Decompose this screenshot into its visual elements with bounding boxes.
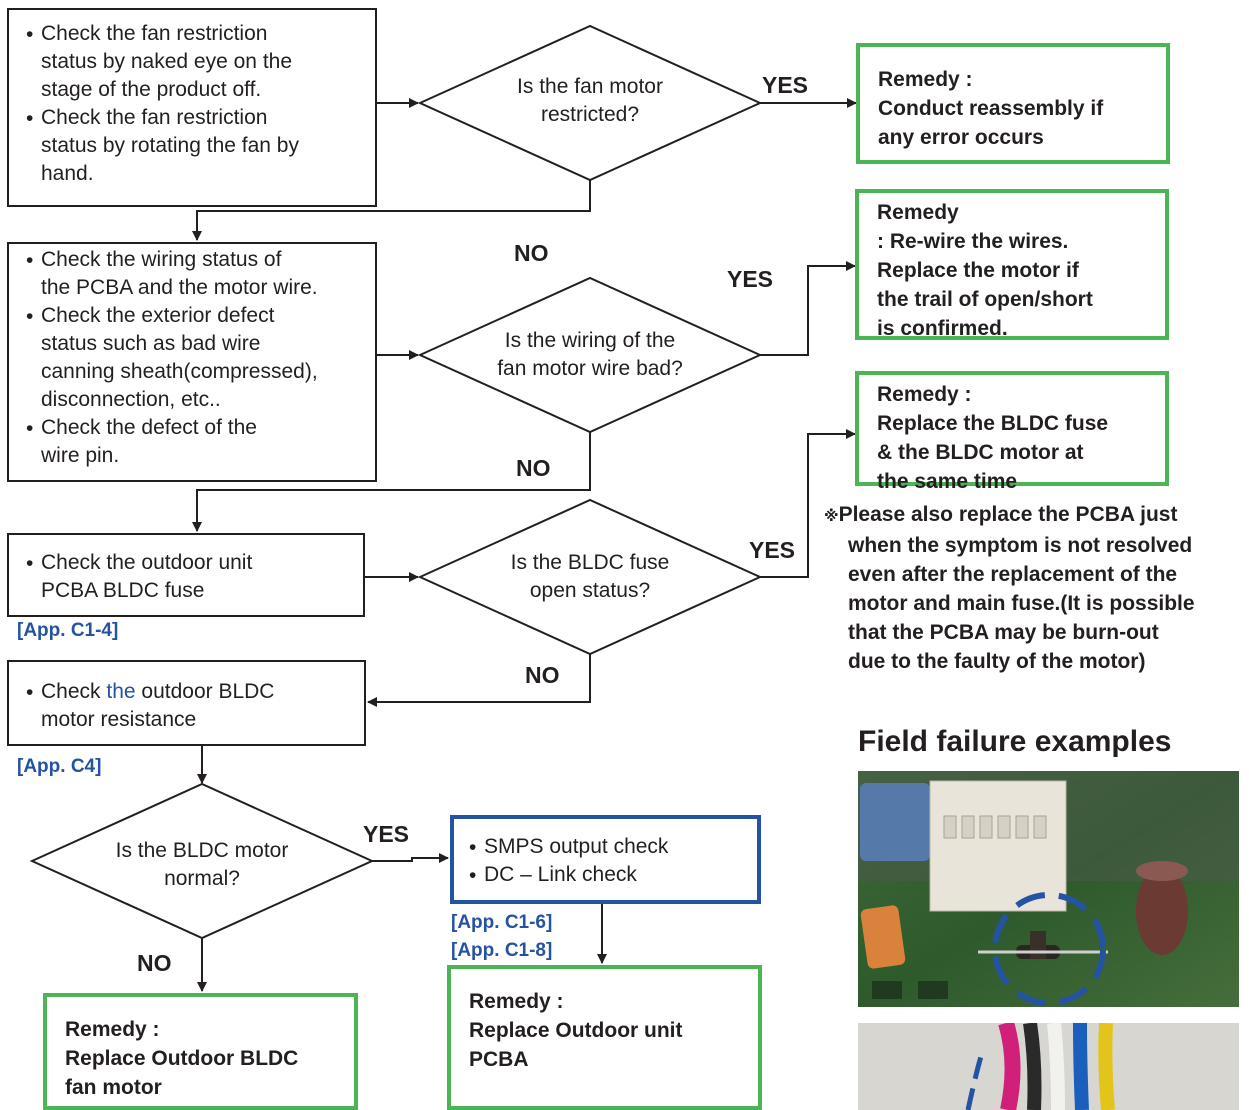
no-label: NO	[137, 950, 172, 976]
remedy3-box: Remedy : Replace the BLDC fuse & the BLD…	[855, 371, 1169, 493]
remedy4-box: Remedy : Replace Outdoor BLDC fan motor	[43, 993, 358, 1110]
decision2-text: Is the wiring of the fan motor wire bad?	[497, 329, 683, 380]
wire-photo-illustration	[858, 1023, 1239, 1110]
no-label: NO	[516, 455, 551, 481]
reference-mark-icon: ※	[824, 508, 839, 525]
decision3-text: Is the BLDC fuse open status?	[510, 551, 670, 602]
smps-bullet: SMPS output check	[468, 833, 753, 862]
remedy2-box: Remedy : Re-wire the wires. Replace the …	[855, 189, 1169, 340]
app-reference: [App. C4]	[17, 756, 102, 777]
step4-box: Check the outdoor BLDC motor resistance	[7, 660, 366, 746]
app-reference: [App. C1-6]	[451, 912, 553, 933]
step1-bullet: Check the fan restriction status by rota…	[25, 104, 369, 188]
step2-box: Check the wiring status of the PCBA and …	[7, 242, 377, 482]
smps-check-box: SMPS output check DC – Link check	[450, 815, 761, 904]
yes-label: YES	[727, 266, 774, 292]
pcb-photo-illustration	[858, 771, 1239, 1007]
step1-bullet: Check the fan restriction status by nake…	[25, 20, 369, 104]
step4-bullet: Check the outdoor BLDC motor resistance	[25, 678, 360, 734]
yes-label: YES	[749, 537, 796, 563]
app-reference: [App. C1-4]	[17, 620, 119, 641]
step1-box: Check the fan restriction status by nake…	[7, 8, 377, 207]
decision4-text: Is the BLDC motor normal?	[115, 839, 289, 890]
remedy1-box: Remedy : Conduct reassembly if any error…	[856, 43, 1170, 164]
step3-bullet: Check the outdoor unit PCBA BLDC fuse	[25, 549, 359, 605]
step3-box: Check the outdoor unit PCBA BLDC fuse	[7, 533, 365, 617]
wire-failure-photo	[858, 1023, 1239, 1110]
pcb-failure-photo	[858, 771, 1239, 1007]
pcba-replacement-note: ※Please also replace the PCBA just when …	[824, 503, 1195, 673]
step2-bullet: Check the exterior defect status such as…	[25, 302, 371, 414]
yes-label: YES	[363, 821, 410, 847]
step2-bullet: Check the defect of the wire pin.	[25, 414, 371, 470]
app-reference: [App. C1-8]	[451, 940, 553, 961]
no-label: NO	[514, 240, 549, 266]
remedy5-box: Remedy : Replace Outdoor unit PCBA	[447, 965, 762, 1110]
smps-bullet: DC – Link check	[468, 861, 753, 890]
decision1-text: Is the fan motor restricted?	[517, 75, 663, 126]
no-label: NO	[525, 662, 560, 688]
step2-bullet: Check the wiring status of the PCBA and …	[25, 246, 371, 302]
field-failure-title: Field failure examples	[858, 725, 1172, 758]
failure-highlight-circle	[992, 892, 1106, 1006]
yes-label: YES	[762, 72, 809, 98]
